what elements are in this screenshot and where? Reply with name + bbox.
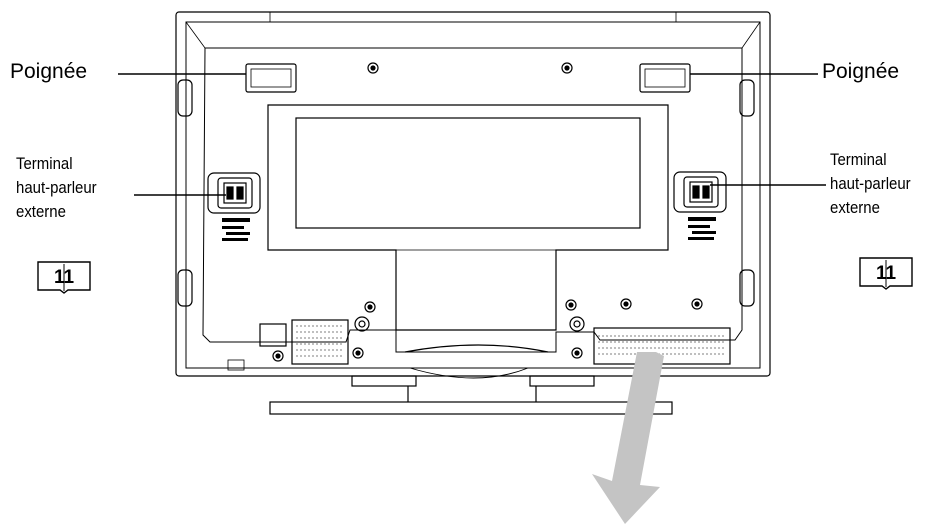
screw-top-right [561,62,573,74]
stand-base [269,401,673,415]
label-handle-left: Poignée [10,60,88,83]
side-grip-right-bottom [739,269,755,307]
handle-right [639,63,691,93]
monitor-inner-frame [185,21,761,369]
manual-ref-left: 11 [36,260,92,294]
manual-ref-right: 11 [858,256,914,290]
manual-ref-right-number: 11 [875,263,897,284]
mount-bracket [267,104,669,331]
rear-plate [295,117,641,229]
book-icon [859,257,913,290]
down-arrow [592,352,664,524]
side-grip-left-bottom [177,269,193,307]
speaker-terminal-left [207,172,261,214]
vent-left [291,319,349,365]
side-grip-left-top [177,79,193,117]
stand-arm-right [529,375,595,387]
label-handle-right: Poignée [822,60,900,83]
label-speaker-terminal-left: Terminal haut-parleur externe [16,154,97,221]
stand-arm-left [351,375,417,387]
handle-left [245,63,297,93]
monitor-outer-frame [175,11,771,377]
side-grip-right-top [739,79,755,117]
label-speaker-terminal-right: Terminal haut-parleur externe [830,150,911,217]
manual-ref-left-number: 11 [53,267,75,288]
book-icon [37,261,91,294]
screw-top-left [367,62,379,74]
speaker-terminal-right [673,171,727,213]
back-panel-outline [202,47,743,353]
stand-neck [404,344,549,353]
access-panel [259,323,287,347]
